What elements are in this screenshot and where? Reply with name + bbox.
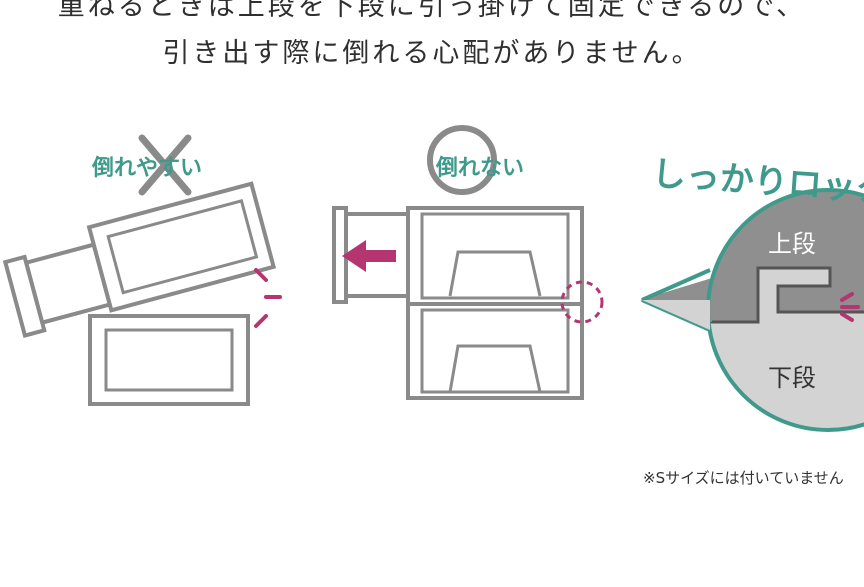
label-tips-easily: 倒れやすい [92, 156, 203, 181]
lock-highlight-circle [560, 280, 604, 324]
wobble-marks [254, 268, 282, 328]
circle-icon [427, 125, 497, 195]
headline-line-1: 重ねるときは上段を下段に引っ掛けて固定できるので、 [57, 0, 807, 22]
tilted-drawer-unit [2, 181, 277, 338]
label-lower-tier: 下段 [768, 364, 816, 392]
label-upper-tier: 上段 [768, 230, 816, 258]
pull-out-arrow-icon [342, 240, 396, 272]
cross-icon [138, 134, 192, 196]
lock-detail-bubble [640, 188, 864, 432]
lock-force-marks [840, 292, 860, 322]
headline-line-2: 引き出す際に倒れる心配がありません。 [162, 38, 702, 69]
label-does-not-tip: 倒れない [436, 156, 525, 181]
lower-box [88, 314, 250, 406]
footnote: ※Sサイズには付いていません [643, 469, 844, 487]
stacked-drawer-unit [332, 206, 584, 400]
